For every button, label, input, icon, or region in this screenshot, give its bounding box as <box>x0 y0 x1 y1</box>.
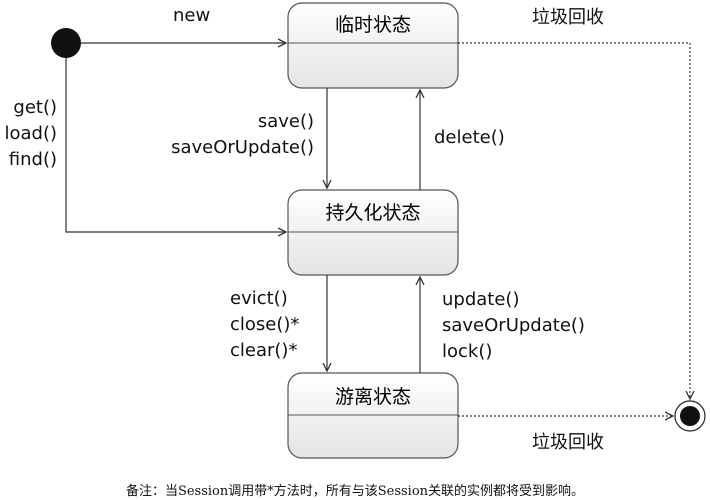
state-title-transient: 临时状态 <box>334 14 411 36</box>
label-save-group: save() saveOrUpdate() <box>150 109 314 161</box>
label-save-or-update-2: saveOrUpdate() <box>442 315 585 336</box>
state-title-persistent: 持久化状态 <box>325 202 421 224</box>
footnote: 备注：当Session调用带*方法时，所有与该Session关联的实例都将受到影… <box>125 484 585 499</box>
label-find: find() <box>8 149 57 170</box>
state-box-transient <box>287 2 459 89</box>
label-gc-top: 垃圾回收 <box>532 7 604 28</box>
label-close: close()* <box>230 314 300 335</box>
label-lock: lock() <box>442 341 493 362</box>
final-state-dot <box>680 406 700 426</box>
label-evict: evict() <box>230 288 288 309</box>
label-clear: clear()* <box>230 340 298 361</box>
label-gc-bottom: 垃圾回收 <box>532 432 604 453</box>
label-new: new <box>173 5 211 26</box>
label-save-or-update: saveOrUpdate() <box>171 137 314 158</box>
initial-state-dot <box>51 28 81 58</box>
label-evict-group: evict() close()* clear()* <box>230 286 299 364</box>
label-delete: delete() <box>434 127 505 148</box>
label-load: load() <box>4 123 57 144</box>
label-update: update() <box>442 289 520 310</box>
arrow-get <box>65 58 286 232</box>
label-get-group: get() load() find() <box>0 95 57 173</box>
label-get: get() <box>13 97 57 118</box>
label-save: save() <box>257 111 314 132</box>
arrow-gc-transient <box>458 42 690 399</box>
state-title-detached: 游离状态 <box>334 386 411 408</box>
label-update-group: update() saveOrUpdate() lock() <box>442 287 585 365</box>
